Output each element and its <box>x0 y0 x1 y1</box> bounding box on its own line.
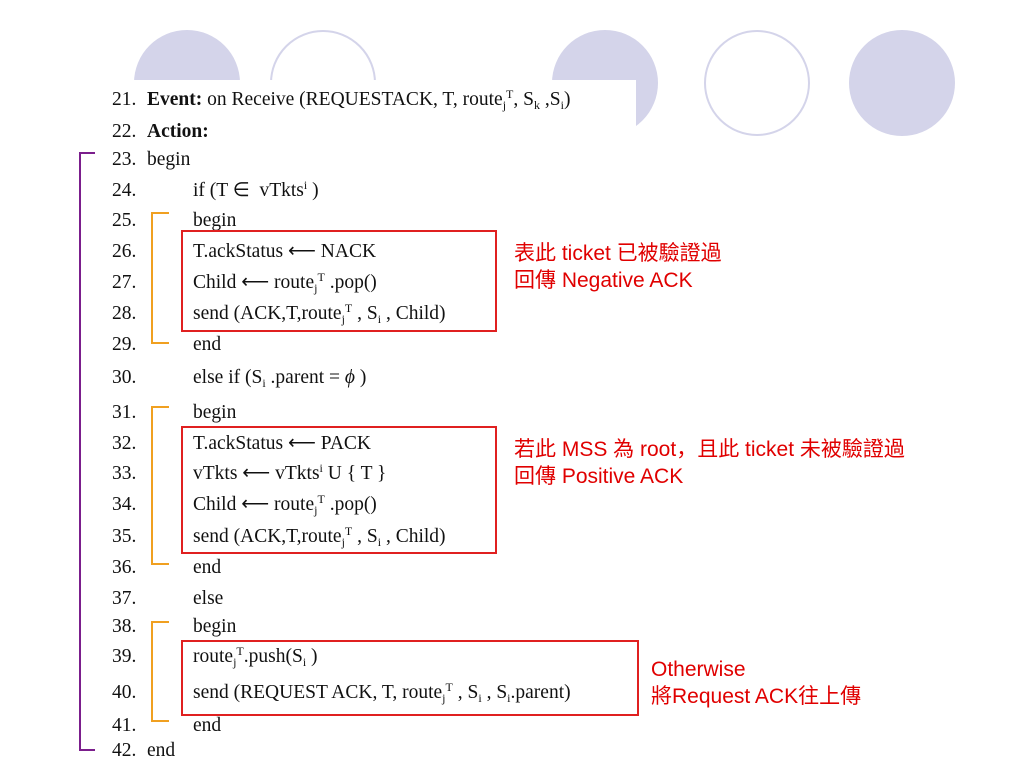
line-text: end <box>193 334 222 355</box>
inner-bracket-3 <box>151 621 169 722</box>
line-number: 36. <box>112 557 137 578</box>
line-text: send (ACK,T,routejT , Si , Child) <box>193 524 446 549</box>
else-highlight-box <box>181 640 639 716</box>
line-number: 35. <box>112 526 137 547</box>
line-number: 29. <box>112 334 137 355</box>
line-number: 31. <box>112 402 137 423</box>
line-number: 39. <box>112 646 137 667</box>
line-number: 41. <box>112 715 137 736</box>
decor-circle-5 <box>849 30 955 136</box>
line-number: 38. <box>112 616 137 637</box>
line-text: send (REQUEST ACK, T, routejT , Si , Si.… <box>193 680 571 705</box>
pack-note: 若此 MSS 為 root，且此 ticket 未被驗證過 回傳 Positiv… <box>514 436 905 490</box>
line-text: T.ackStatus ⟵ PACK <box>193 433 372 454</box>
nack-note-line2: 回傳 Negative ACK <box>514 269 693 292</box>
nack-note-line1: 表此 ticket 已被驗證過 <box>514 242 722 265</box>
line-text: begin <box>193 210 237 231</box>
line-number: 34. <box>112 494 137 515</box>
else-note-line2: 將Request ACK往上傳 <box>651 685 862 708</box>
line-number: 23. <box>112 149 137 170</box>
outer-bracket <box>79 152 95 751</box>
line-text: begin <box>147 149 191 170</box>
line-number: 27. <box>112 272 137 293</box>
line-number: 28. <box>112 303 137 324</box>
else-note-line1: Otherwise <box>651 658 746 681</box>
line-text: send (ACK,T,routejT , Si , Child) <box>193 301 446 326</box>
line-number: 24. <box>112 180 137 201</box>
line-text: end <box>147 740 176 761</box>
inner-bracket-1 <box>151 212 169 344</box>
nack-highlight-box <box>181 230 497 332</box>
line-text: begin <box>193 616 237 637</box>
line-number: 37. <box>112 588 137 609</box>
pack-highlight-box <box>181 426 497 554</box>
pack-note-line1: 若此 MSS 為 root，且此 ticket 未被驗證過 <box>514 438 905 461</box>
decor-circle-4 <box>704 30 810 136</box>
nack-note: 表此 ticket 已被驗證過 回傳 Negative ACK <box>514 240 722 294</box>
line-number: 22. <box>112 121 137 142</box>
line-text: else <box>193 588 224 609</box>
line-number: 42. <box>112 740 137 761</box>
line-number: 30. <box>112 367 137 388</box>
inner-bracket-2 <box>151 406 169 565</box>
line-text: T.ackStatus ⟵ NACK <box>193 241 377 262</box>
line-text: if (T ∈ vTktsi ) <box>193 178 319 201</box>
line-number: 21. <box>112 89 137 110</box>
line-text: Action: <box>147 121 209 142</box>
line-text: begin <box>193 402 237 423</box>
pack-note-line2: 回傳 Positive ACK <box>514 465 684 488</box>
line-text: end <box>193 557 222 578</box>
line-number: 33. <box>112 463 137 484</box>
else-note: Otherwise 將Request ACK往上傳 <box>651 656 861 710</box>
line-text: Child ⟵ routejT .pop() <box>193 492 377 517</box>
line-number: 40. <box>112 682 137 703</box>
code-panel <box>96 80 636 150</box>
line-text: routejT.push(Si ) <box>193 644 318 669</box>
line-text: Child ⟵ routejT .pop() <box>193 270 377 295</box>
line-number: 26. <box>112 241 137 262</box>
line-text: vTkts ⟵ vTktsi U { T } <box>193 461 387 484</box>
line-number: 32. <box>112 433 137 454</box>
line-text: else if (Si .parent = ϕ ) <box>193 367 367 390</box>
line-text: end <box>193 715 222 736</box>
line-number: 25. <box>112 210 137 231</box>
line-text: Event: on Receive (REQUESTACK, T, routej… <box>147 87 571 112</box>
